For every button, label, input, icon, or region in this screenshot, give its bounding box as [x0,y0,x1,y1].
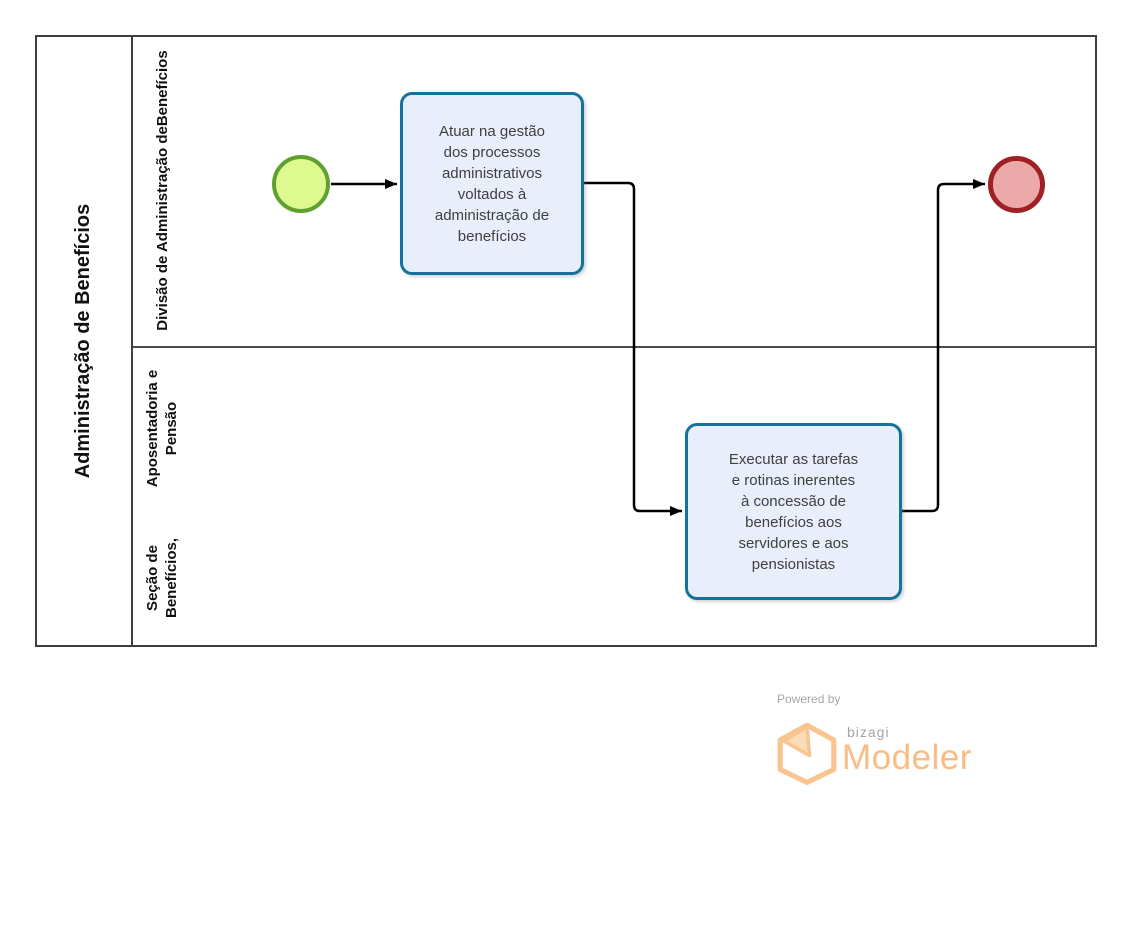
pool-header-divider [131,35,133,647]
lane-label-secao: Seção de Benefícios,Aposentadoria e Pens… [144,369,180,619]
bizagi-wordmark[interactable]: bizagi [847,724,890,740]
end-event[interactable] [988,156,1045,213]
powered-by-text: Powered by [777,692,841,706]
lane-divider [133,346,1095,348]
modeler-wordmark[interactable]: Modeler [842,738,972,777]
bizagi-logo-icon[interactable] [775,721,839,785]
flow-task2-to-end[interactable] [901,179,985,513]
start-event[interactable] [272,155,330,213]
flow-task1-to-task2[interactable] [584,181,682,516]
pool-title: Administração de Benefícios [72,203,94,479]
